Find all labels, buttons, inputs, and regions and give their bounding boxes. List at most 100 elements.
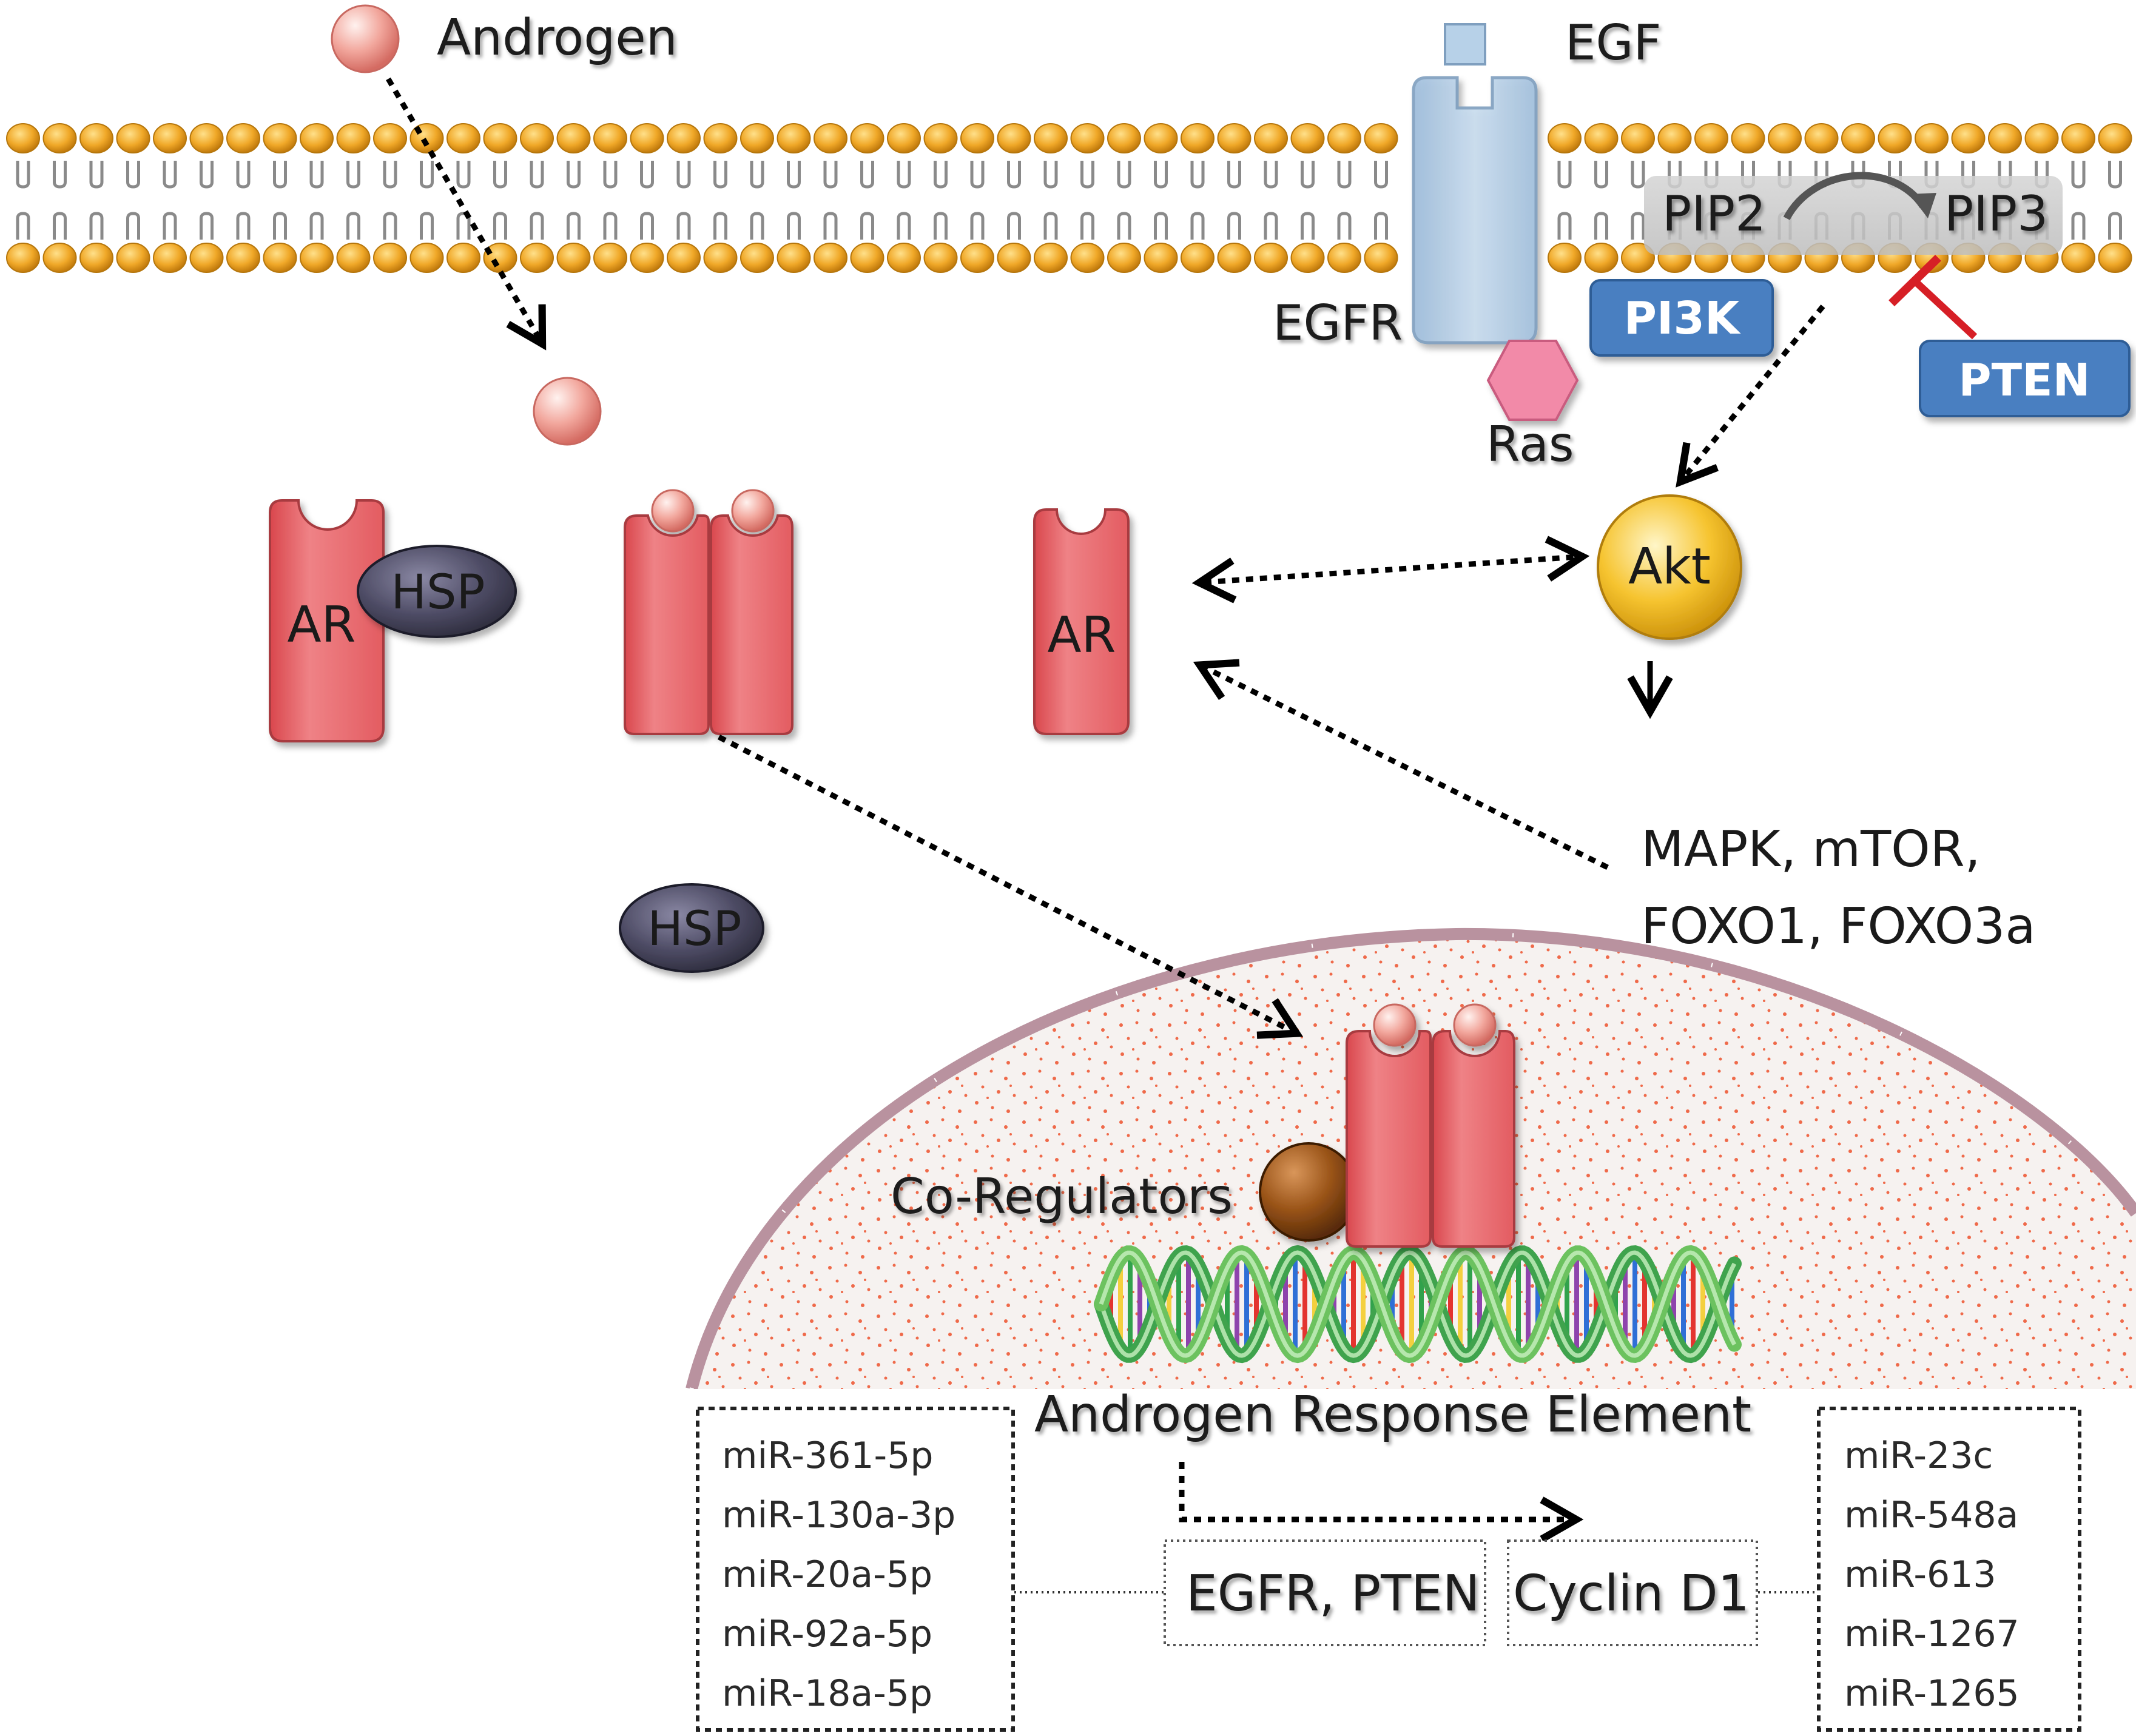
lipid-head xyxy=(1254,123,1288,153)
lipid-head xyxy=(703,243,738,273)
lipid-head xyxy=(1254,243,1288,273)
lipid-tail xyxy=(1301,212,1315,240)
lipid-head xyxy=(777,123,811,153)
lipid-head xyxy=(887,243,921,273)
lipid-tail xyxy=(273,161,287,189)
lipid-tail xyxy=(1154,212,1168,240)
lipid-head xyxy=(189,243,224,273)
lipid-head xyxy=(1951,123,1986,153)
transcription-arrow xyxy=(1179,1462,1584,1543)
egfr-label: EGFR xyxy=(1273,295,1403,351)
hsp-label-free: HSP xyxy=(647,902,741,957)
lipid-tail xyxy=(934,161,948,189)
lipid-head xyxy=(483,123,517,153)
lipid-tail xyxy=(493,212,507,240)
lipid-head xyxy=(2024,123,2059,153)
lipid-head xyxy=(263,243,297,273)
lipid-head xyxy=(960,243,994,273)
lipid-head xyxy=(1181,123,1215,153)
lipid-tail xyxy=(823,212,838,240)
lipid-head xyxy=(630,243,664,273)
mirna-item: miR-23c xyxy=(1844,1435,1993,1477)
lipid-head xyxy=(667,243,701,273)
lipid-head xyxy=(2098,123,2132,153)
lipid-head xyxy=(226,243,260,273)
lipid-tail xyxy=(567,212,581,240)
androgen-ligand-internal xyxy=(533,377,602,446)
lipid-head xyxy=(1290,123,1325,153)
lipid-head xyxy=(667,123,701,153)
lipid-tail xyxy=(236,161,251,189)
lipid-tail xyxy=(53,212,67,240)
pip3-label: PIP3 xyxy=(1944,186,2048,242)
lipid-head xyxy=(1768,123,1802,153)
lipid-head xyxy=(887,123,921,153)
lipid-head xyxy=(1548,243,1582,273)
lipid-tail xyxy=(16,161,30,189)
mirna-item: miR-613 xyxy=(1844,1553,1996,1596)
lipid-head xyxy=(1107,123,1141,153)
lipid-tail xyxy=(603,161,618,189)
lipid-tail xyxy=(383,212,397,240)
lipid-head xyxy=(300,123,334,153)
lipid-tail xyxy=(89,161,104,189)
lipid-tail xyxy=(200,212,214,240)
lipid-head xyxy=(1327,243,1361,273)
lipid-tail xyxy=(1594,212,1608,240)
lipid-head xyxy=(1621,123,1655,153)
lipid-tail xyxy=(1007,212,1021,240)
lipid-head xyxy=(1584,123,1619,153)
lipid-tail xyxy=(1631,161,1645,189)
co-regulators-label: Co-Regulators xyxy=(891,1168,1233,1225)
lipid-tail xyxy=(713,212,727,240)
lipid-tail xyxy=(676,212,691,240)
lipid-head xyxy=(373,243,407,273)
dimer-nuclear-translocation-arrow xyxy=(717,734,1304,1039)
lipid-tail xyxy=(823,161,838,189)
lipid-head xyxy=(997,243,1031,273)
lipid-tail xyxy=(456,161,471,189)
lipid-tail xyxy=(970,212,985,240)
lipid-tail xyxy=(640,161,654,189)
pten-phosphatase: PTEN xyxy=(1919,340,2131,417)
lipid-tail xyxy=(163,161,177,189)
lipid-head xyxy=(703,123,738,153)
lipid-head xyxy=(1657,123,1692,153)
lipid-tail xyxy=(2108,161,2122,189)
lipid-tail xyxy=(126,161,140,189)
androgen-entry-arrow xyxy=(386,77,547,351)
lipid-tail xyxy=(1374,161,1388,189)
lipid-head xyxy=(556,243,591,273)
lipid-tail xyxy=(897,212,911,240)
lipid-tail xyxy=(420,161,434,189)
ras-label: Ras xyxy=(1486,416,1574,473)
lipid-head xyxy=(6,243,40,273)
lipid-tail xyxy=(1557,161,1572,189)
lipid-head xyxy=(850,243,884,273)
lipid-head xyxy=(630,123,664,153)
lipid-head xyxy=(520,123,554,153)
lipid-tail xyxy=(1337,212,1352,240)
lipid-head xyxy=(1731,123,1765,153)
mirna-item: miR-1267 xyxy=(1844,1613,2020,1655)
target-cyclin-box: Cyclin D1 xyxy=(1507,1539,1758,1646)
lipid-head xyxy=(446,123,480,153)
lipid-head xyxy=(593,123,627,153)
lipid-tail xyxy=(1080,212,1094,240)
lipid-head xyxy=(593,243,627,273)
lipid-head xyxy=(1144,123,1178,153)
lipid-head xyxy=(2098,243,2132,273)
lipid-tail xyxy=(309,161,324,189)
lipid-head xyxy=(1804,123,1839,153)
lipid-head xyxy=(300,243,334,273)
lipid-head xyxy=(814,123,847,153)
lipid-tail xyxy=(1007,161,1021,189)
pip-conversion-arrow xyxy=(1783,172,1926,220)
downstream-label-line1: MAPK, mTOR, xyxy=(1641,821,1981,878)
lipid-tail xyxy=(787,212,801,240)
lipid-tail xyxy=(420,212,434,240)
lipid-tail xyxy=(1557,212,1572,240)
lipid-head xyxy=(777,243,811,273)
lipid-tail xyxy=(200,161,214,189)
